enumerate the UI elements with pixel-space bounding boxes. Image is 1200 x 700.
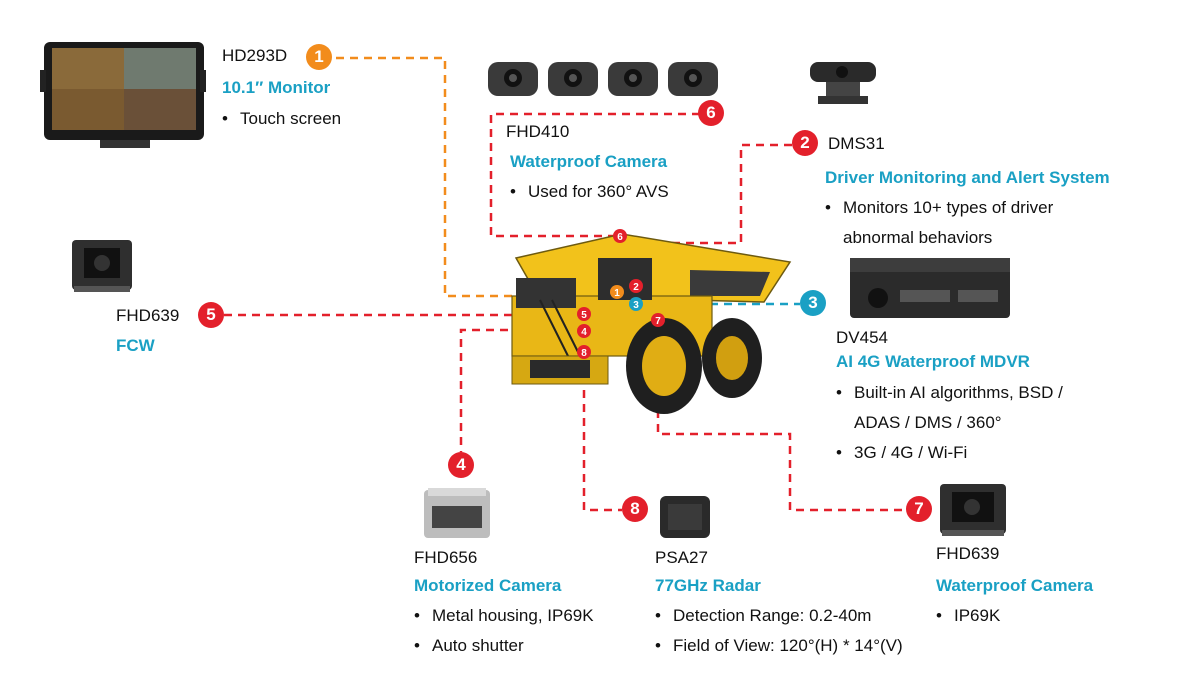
svg-text:4: 4 (581, 327, 587, 338)
radar-bullet-2: Field of View: 120°(H) * 14°(V) (655, 636, 903, 656)
motorized-title: Motorized Camera (414, 576, 562, 595)
dms-bullet-1-cont: abnormal behaviors (843, 228, 993, 247)
svg-text:5: 5 (581, 310, 587, 321)
svg-text:7: 7 (655, 316, 661, 327)
svg-text:8: 8 (581, 348, 587, 359)
mdvr-bullet-2: 3G / 4G / Wi-Fi (836, 443, 967, 463)
mdvr-bullet-1-cont: ADAS / DMS / 360° (854, 413, 1002, 432)
radar-bullet-1: Detection Range: 0.2-40m (655, 606, 871, 626)
radar-title: 77GHz Radar (655, 576, 761, 595)
svg-text:6: 6 (617, 232, 623, 243)
monitor-model: HD293D (222, 46, 288, 65)
rearcam-title: Waterproof Camera (936, 576, 1094, 595)
fcw-title: FCW (116, 336, 155, 355)
svg-text:3: 3 (633, 300, 639, 311)
fcw-camera-image (72, 240, 132, 292)
avs-title: Waterproof Camera (510, 152, 668, 171)
mdvr-model: DV454 (836, 328, 888, 347)
avs-bullet: Used for 360° AVS (510, 182, 669, 202)
monitor-product-image (40, 42, 206, 148)
badge-2: 2 (792, 130, 818, 156)
dms-model: DMS31 (828, 134, 885, 153)
dms-title: Driver Monitoring and Alert System (825, 168, 1110, 187)
radar-device-image (660, 496, 710, 538)
monitor-bullet: Touch screen (222, 109, 341, 129)
rearcam-bullet-1: IP69K (936, 606, 1000, 626)
badge-4: 4 (448, 452, 474, 478)
svg-text:2: 2 (633, 282, 639, 293)
dms-device-image (810, 62, 876, 104)
avs-cameras-image (488, 62, 718, 96)
badge-3: 3 (800, 290, 826, 316)
dump-truck-illustration (511, 233, 792, 414)
mdvr-bullet-1: Built-in AI algorithms, BSD / (836, 383, 1063, 403)
rearcam-model: FHD639 (936, 544, 1000, 563)
badge-1: 1 (306, 44, 332, 70)
avs-model: FHD410 (506, 122, 570, 141)
badge-6: 6 (698, 100, 724, 126)
motorized-bullet-2: Auto shutter (414, 636, 524, 656)
motorized-model: FHD656 (414, 548, 478, 567)
fcw-model: FHD639 (116, 306, 180, 325)
rear-camera-image (940, 484, 1006, 536)
badge-7: 7 (906, 496, 932, 522)
mdvr-title: AI 4G Waterproof MDVR (836, 352, 1030, 371)
badge-5: 5 (198, 302, 224, 328)
truck-markers: 6 2 1 3 5 4 8 7 (577, 229, 665, 359)
dms-bullet-1: Monitors 10+ types of driver (825, 198, 1053, 218)
motorized-camera-image (424, 488, 490, 538)
badge-8: 8 (622, 496, 648, 522)
radar-model: PSA27 (655, 548, 708, 567)
mdvr-device-image (850, 258, 1010, 318)
svg-text:1: 1 (614, 288, 620, 299)
monitor-title: 10.1″ Monitor (222, 78, 331, 97)
motorized-bullet-1: Metal housing, IP69K (414, 606, 594, 626)
